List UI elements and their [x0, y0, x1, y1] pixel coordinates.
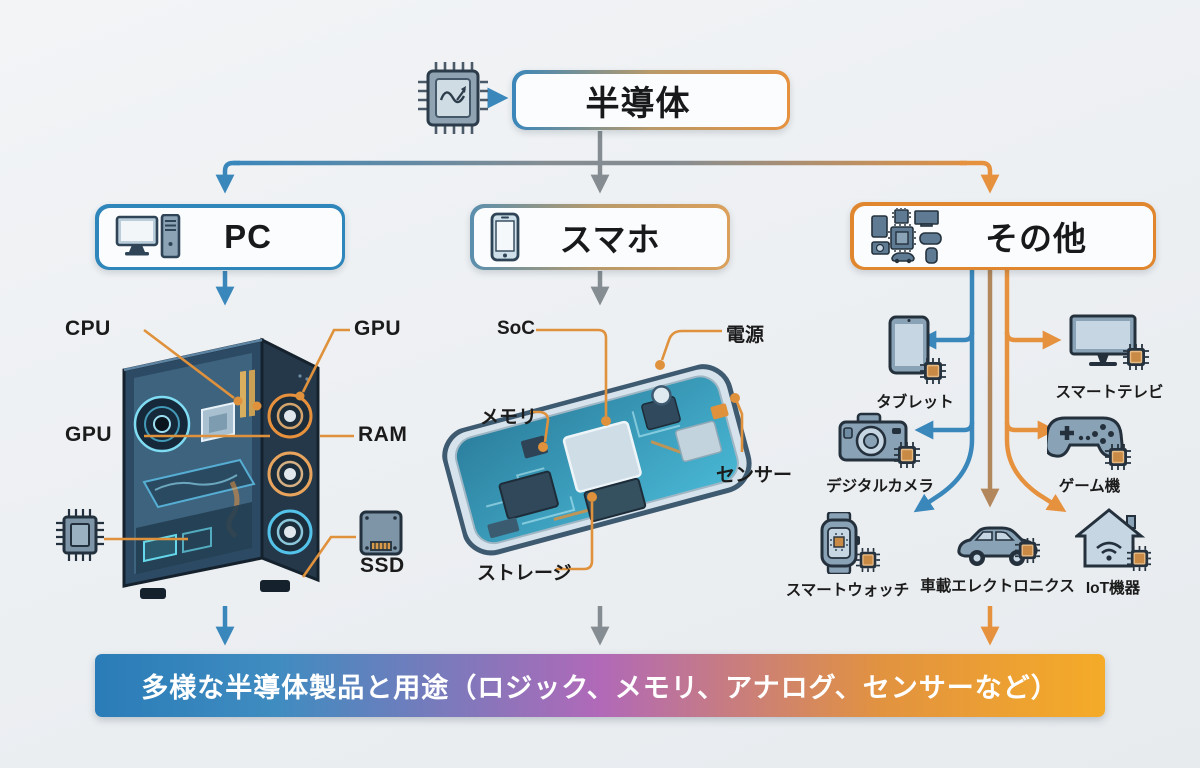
smartwatch-icon [814, 512, 882, 574]
pc-part-label-ssd: SSD [360, 554, 405, 577]
device-tablet: タブレット [845, 314, 985, 412]
phone-part-label-power: 電源 [726, 325, 765, 346]
device-label: スマートテレビ [1055, 384, 1164, 401]
ssd-icon [359, 510, 403, 556]
others-title: その他 [985, 220, 1087, 257]
device-automotive: 車載エレクトロニクス [915, 520, 1080, 596]
car-icon [953, 520, 1043, 570]
device-smart-tv: スマートテレビ [1032, 314, 1187, 402]
device-game-console: ゲーム機 [1012, 414, 1167, 496]
phone-part-label-storage: ストレージ [477, 563, 572, 584]
pc-title: PC [224, 218, 272, 255]
smartphone-icon [490, 212, 520, 262]
pc-part-label-cpu: CPU [65, 317, 111, 340]
device-iot: IoT機器 [1048, 508, 1178, 598]
gamepad-icon [1046, 414, 1133, 470]
phone-part-label-sensor: センサー [716, 465, 793, 486]
pc-part-label-ram: RAM [358, 423, 408, 446]
device-label: デジタルカメラ [826, 478, 934, 495]
devices-cluster-icon [870, 208, 946, 264]
iot-house-icon [1075, 508, 1151, 572]
pc-part-label-gpu-left: GPU [65, 423, 113, 446]
semiconductor-title: 半導体 [585, 84, 691, 123]
pc-tower-illustration [122, 337, 320, 599]
node-semiconductor: 半導体 [512, 70, 790, 130]
device-label: タブレット [876, 394, 954, 411]
node-pc: PC [95, 204, 345, 270]
summary-banner: 多様な半導体製品と用途（ロジック、メモリ、アナログ、センサーなど） [95, 654, 1105, 717]
summary-banner-text: 多様な半導体製品と用途（ロジック、メモリ、アナログ、センサーなど） [141, 673, 1059, 703]
pc-chip-icon [56, 509, 104, 561]
phone-part-label-memory: メモリ [480, 407, 538, 428]
pc-part-label-gpu-right: GPU [354, 317, 402, 340]
camera-icon [838, 412, 922, 470]
desktop-pc-icon [115, 214, 181, 260]
tablet-icon [882, 314, 948, 386]
device-smartwatch: スマートウォッチ [770, 512, 925, 600]
device-label: スマートウォッチ [785, 582, 910, 599]
node-others: その他 [850, 202, 1156, 270]
device-label: ゲーム機 [1058, 478, 1121, 495]
microchip-signal-icon [418, 62, 488, 134]
device-label: 車載エレクトロニクス [920, 578, 1075, 595]
device-digital-camera: デジタルカメラ [800, 412, 960, 496]
smart-tv-icon [1069, 314, 1151, 376]
smartphone-title: スマホ [559, 221, 661, 258]
node-smartphone: スマホ [470, 204, 730, 270]
device-label: IoT機器 [1085, 580, 1141, 597]
smartphone-illustration [436, 357, 760, 562]
phone-part-label-soc: SoC [497, 318, 535, 339]
